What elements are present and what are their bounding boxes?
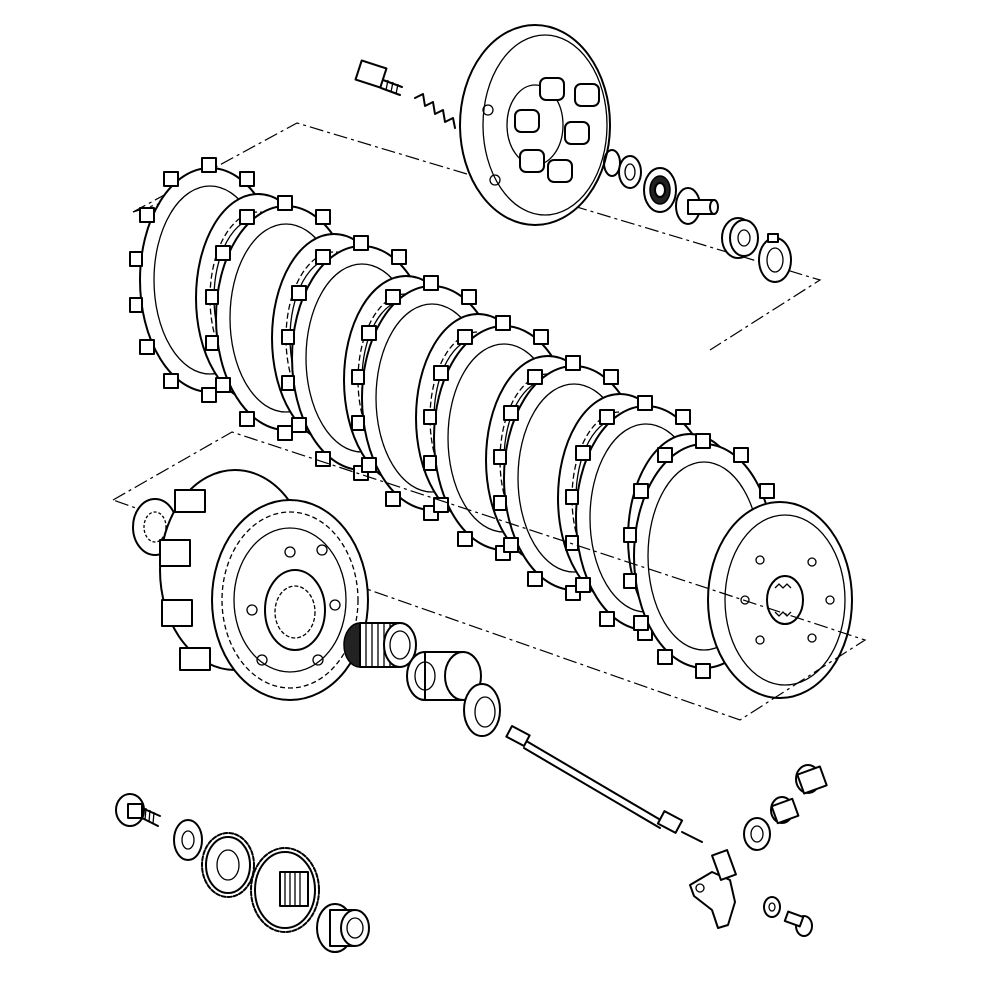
release-bearing: [643, 167, 677, 213]
clutch-spring: [414, 93, 456, 129]
primary-drive-gear-large: [250, 847, 320, 933]
lever-washer: [763, 896, 781, 918]
release-bushing-1: [795, 764, 828, 795]
primary-drive-gear-small: [201, 832, 255, 898]
washer: [618, 155, 642, 189]
push-rod: [505, 725, 703, 843]
clutch-release-assembly: [505, 725, 828, 937]
spacer-collar: [406, 651, 482, 701]
clutch-boss: [707, 501, 853, 699]
clutch-nut: [721, 217, 759, 259]
pressure-plate-bolt: [354, 59, 403, 96]
pressure-plate: [459, 24, 611, 226]
release-bushing-2: [770, 796, 800, 825]
needle-bearing: [343, 622, 417, 668]
snap-ring: [603, 149, 621, 177]
thrust-washer: [463, 683, 501, 737]
clutch-housing: [159, 469, 369, 701]
gear-bolt: [115, 793, 161, 827]
lever-bolt: [783, 910, 813, 937]
primary-gear-assembly: [115, 793, 370, 953]
release-seal: [743, 817, 771, 851]
lock-washer: [758, 233, 792, 283]
pressure-plate-assembly: [132, 24, 822, 351]
clutch-housing-assembly: [112, 431, 867, 737]
gear-washer: [173, 819, 203, 861]
clutch-disc-stack: [129, 157, 853, 699]
lifter-piece: [675, 187, 719, 225]
release-lever: [689, 849, 737, 929]
oil-seal: [316, 903, 370, 953]
